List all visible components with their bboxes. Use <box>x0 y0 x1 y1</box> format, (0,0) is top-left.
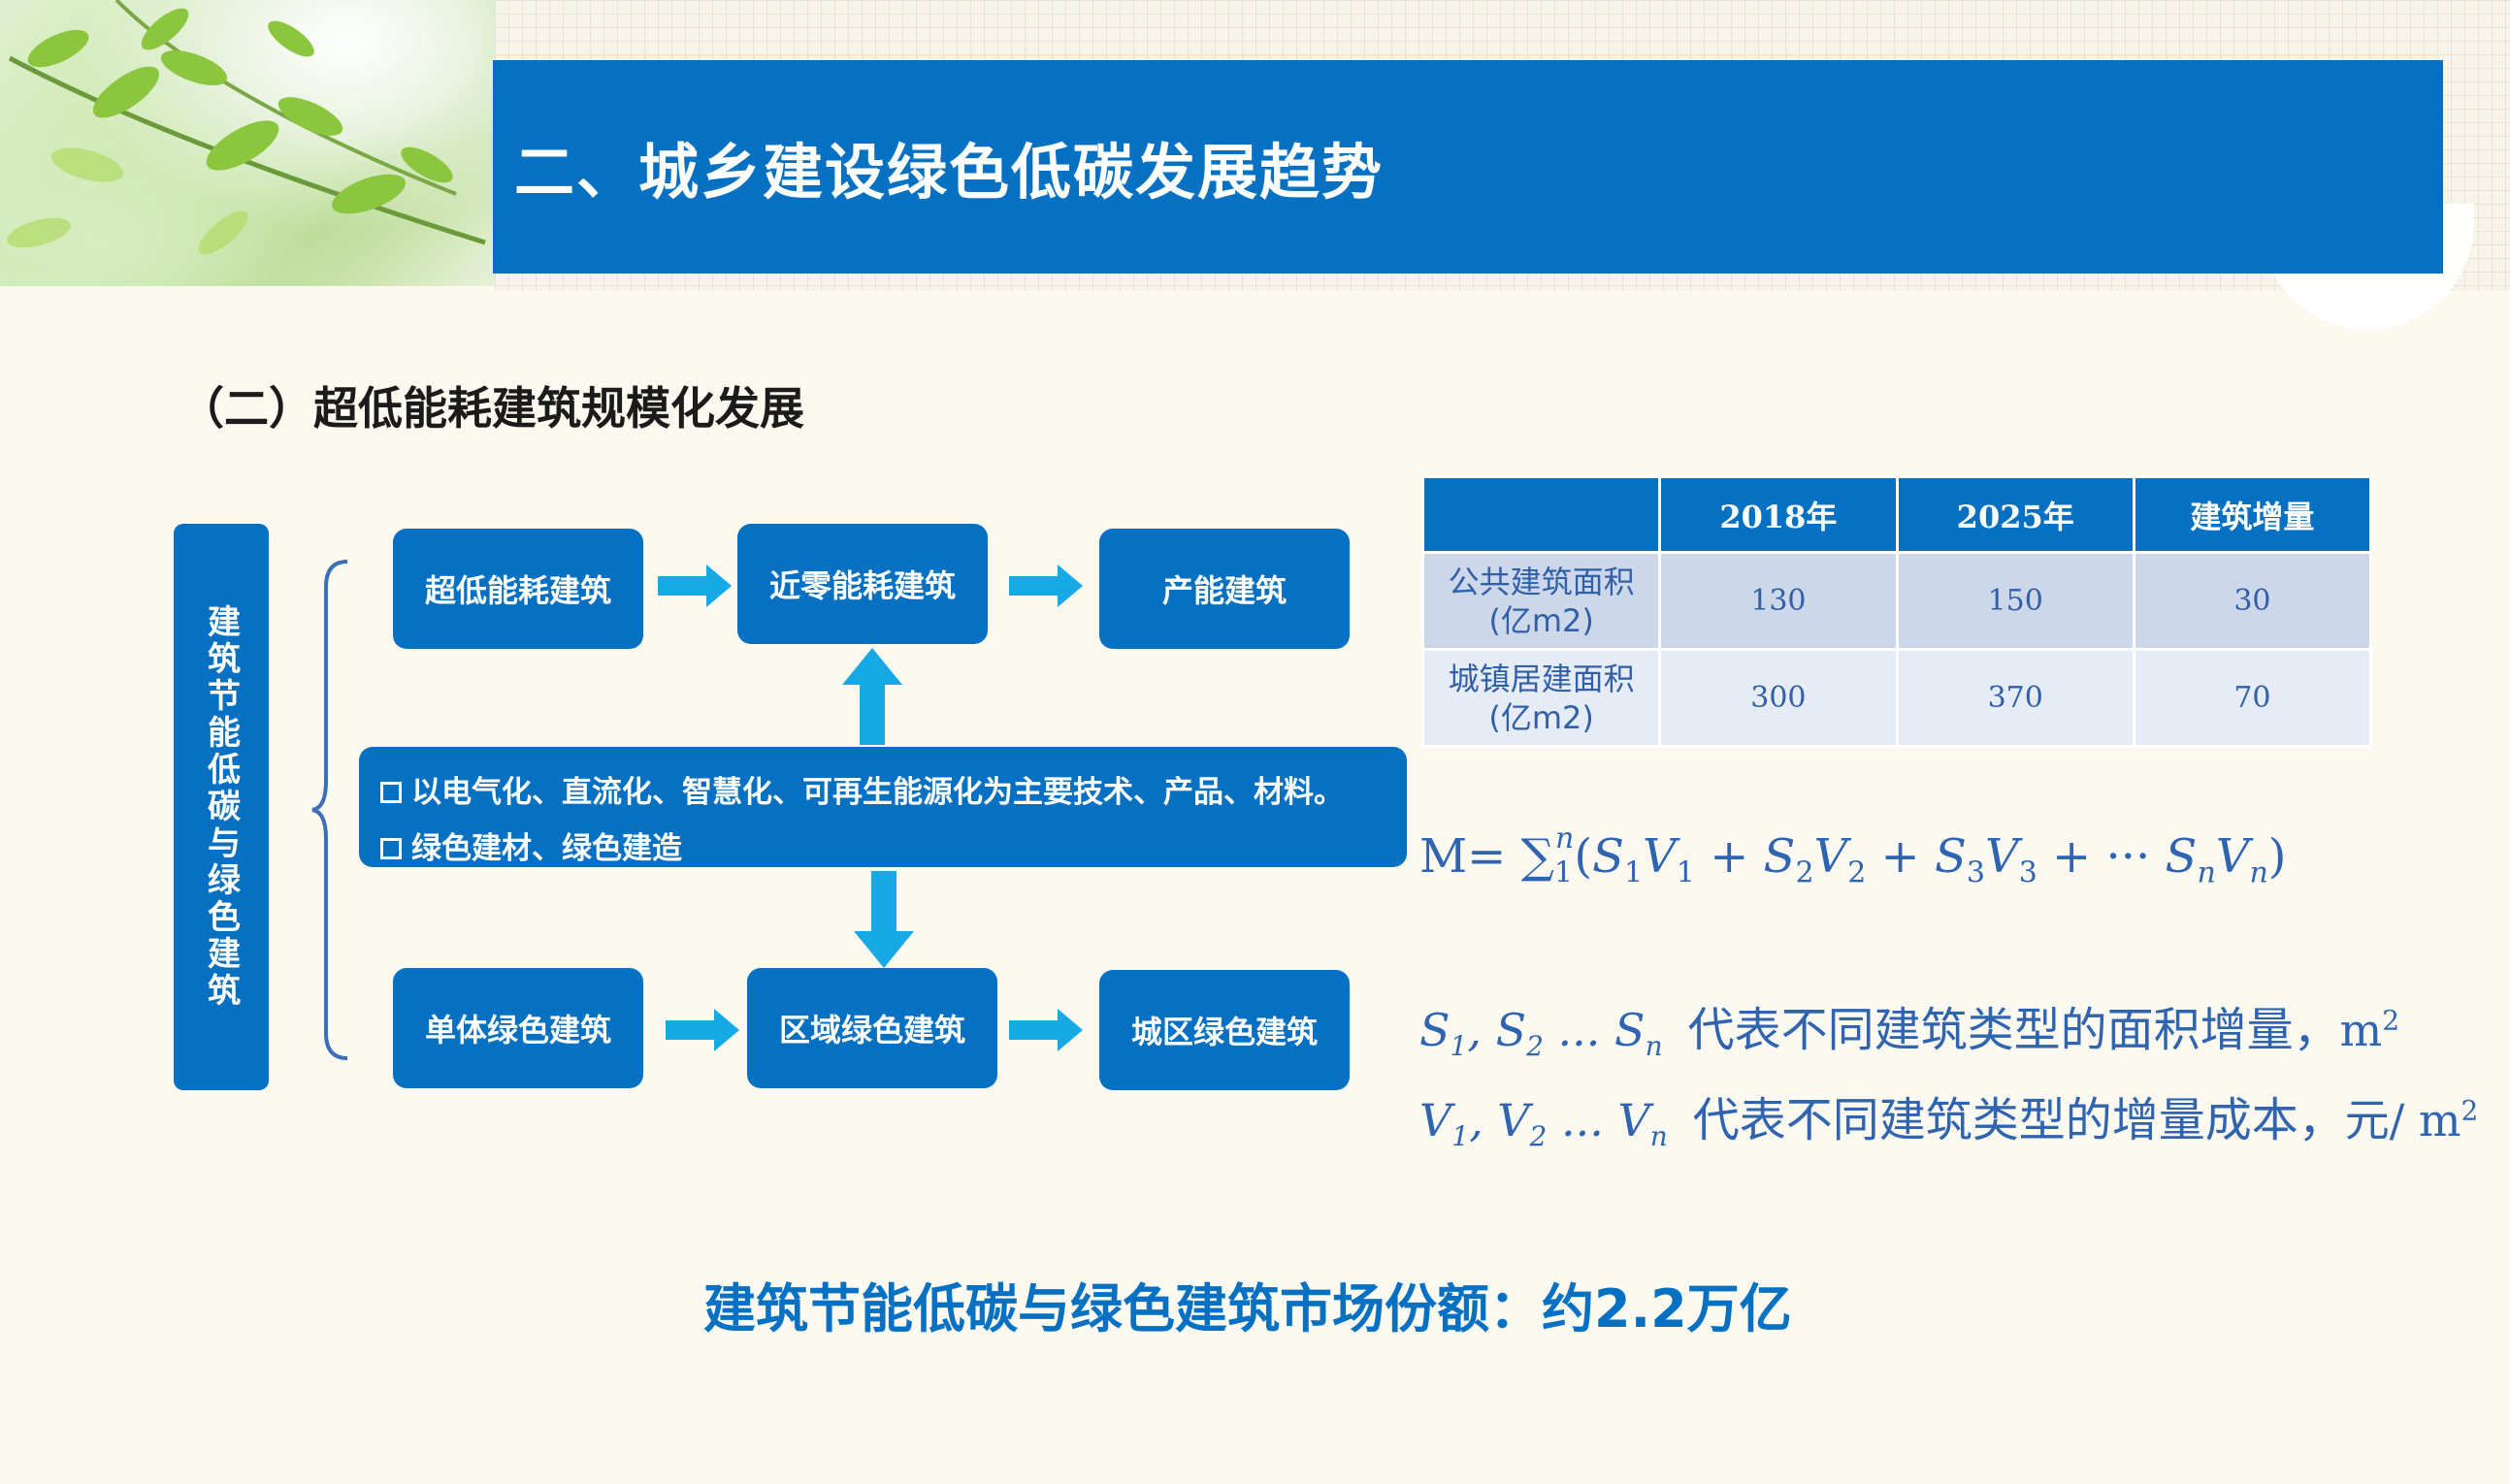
checkbox-square-icon <box>380 838 402 859</box>
table-header-row: 2018年 2025年 建筑增量 <box>1420 475 2373 554</box>
section-title: （二）超低能耗建筑规模化发展 <box>179 382 804 435</box>
table-cell: 370 <box>1895 648 2135 748</box>
table-row-label: 公共建筑面积 (亿m2) <box>1420 551 1662 651</box>
flow-box-regional-green-building: 区域绿色建筑 <box>747 968 997 1088</box>
curly-brace <box>311 560 348 1060</box>
flow-box-near-zero-energy: 近零能耗建筑 <box>737 524 988 644</box>
table-header-cell: 建筑增量 <box>2132 475 2373 554</box>
arrow-right-icon <box>666 1009 739 1051</box>
table-cell: 70 <box>2132 648 2373 748</box>
legend-v-symbols: V1, V2 ... Vn <box>1419 1094 1668 1153</box>
formula-expression: ∑1n(S1V1 + S2V2 + S3V3 + ··· SnVn) <box>1520 822 2287 890</box>
flow-box-single-green-building: 单体绿色建筑 <box>393 968 643 1088</box>
legend-s-symbols: S1, S2 ... Sn <box>1419 1004 1663 1063</box>
table-cell: 30 <box>2132 551 2373 651</box>
leaf-photo <box>0 0 495 286</box>
table-header-cell: 2018年 <box>1658 475 1899 554</box>
arrow-down-icon <box>854 871 914 968</box>
arrow-right-icon <box>1009 565 1083 607</box>
arrow-right-icon <box>658 565 732 607</box>
title-bar: 二、城乡建设绿色低碳发展趋势 <box>493 60 2443 274</box>
side-label-text: 建筑节能低碳与绿色建筑 <box>201 604 241 1010</box>
flow-box-ultra-low-energy: 超低能耗建筑 <box>393 529 643 649</box>
flow-box-energy-producing: 产能建筑 <box>1099 529 1350 649</box>
page-title: 二、城乡建设绿色低碳发展趋势 <box>514 137 1385 208</box>
table-cell: 300 <box>1658 648 1899 748</box>
arrow-right-icon <box>1009 1009 1083 1051</box>
arrow-up-icon <box>842 648 902 745</box>
leaf-illustration <box>6 0 486 255</box>
tech-point: 绿色建材、绿色建造 <box>380 821 1407 877</box>
table-row-label: 城镇居建面积 (亿m2) <box>1420 648 1662 748</box>
tech-point: 以电气化、直流化、智慧化、可再生能源化为主要技术、产品、材料。 <box>380 764 1407 821</box>
checkbox-square-icon <box>380 782 402 803</box>
table-cell: 150 <box>1895 551 2135 651</box>
market-share-conclusion: 建筑节能低碳与绿色建筑市场份额：约2.2万亿 <box>703 1278 1792 1339</box>
market-formula: M= ∑1n(S1V1 + S2V2 + S3V3 + ··· SnVn) <box>1419 822 2287 890</box>
table-header-cell <box>1420 475 1662 554</box>
flow-box-urban-green-building: 城区绿色建筑 <box>1099 970 1350 1090</box>
table-header-cell: 2025年 <box>1895 475 2135 554</box>
building-area-table: 2018年 2025年 建筑增量 公共建筑面积 (亿m2) 130 150 30… <box>1420 475 2373 748</box>
table-row: 公共建筑面积 (亿m2) 130 150 30 <box>1420 551 2373 651</box>
table-cell: 130 <box>1658 551 1899 651</box>
side-label-box: 建筑节能低碳与绿色建筑 <box>174 524 269 1090</box>
technology-box: 以电气化、直流化、智慧化、可再生能源化为主要技术、产品、材料。 绿色建材、绿色建… <box>359 747 1407 867</box>
table-row: 城镇居建面积 (亿m2) 300 370 70 <box>1420 648 2373 748</box>
